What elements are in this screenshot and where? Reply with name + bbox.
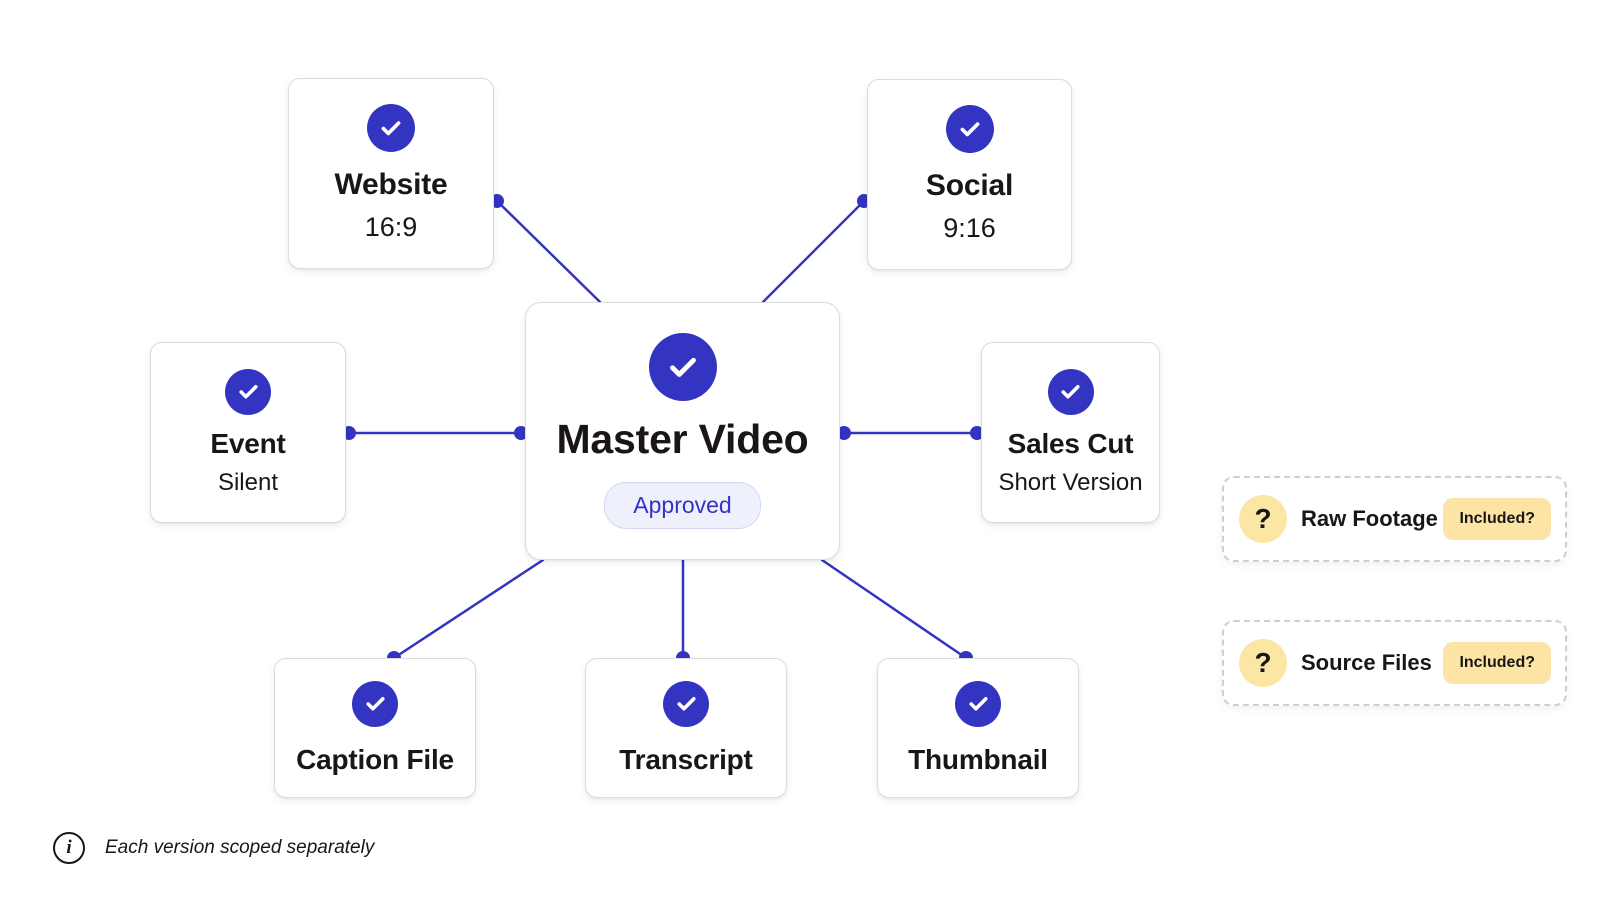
check-circle-icon (225, 368, 271, 415)
card-title: Social (925, 169, 1014, 203)
card-title: Website (334, 168, 448, 202)
output-card-event[interactable]: Event Silent (150, 342, 346, 523)
footnote-text: Each version scoped separately (105, 837, 375, 858)
output-card-website[interactable]: Website 16:9 (288, 78, 494, 269)
check-circle-icon (352, 680, 398, 727)
footnote: i Each version scoped separately (53, 832, 374, 864)
check-circle-icon (1047, 368, 1094, 415)
included-badge[interactable]: Included? (1443, 642, 1551, 684)
card-subtitle: Short Version (998, 468, 1143, 496)
master-title: Master Video (556, 415, 809, 462)
connector-website (495, 199, 602, 304)
optional-item-label: Source Files (1301, 650, 1432, 675)
card-title: Sales Cut (1007, 427, 1134, 459)
card-subtitle: 16:9 (364, 212, 418, 243)
master-video-card[interactable]: Master Video Approved (525, 302, 840, 560)
card-title: Caption File (296, 743, 454, 775)
check-circle-icon (945, 105, 994, 154)
output-card-caption-file[interactable]: Caption File (274, 658, 476, 798)
output-card-thumbnail[interactable]: Thumbnail (877, 658, 1079, 798)
output-card-social[interactable]: Social 9:16 (867, 79, 1072, 270)
optional-item-label: Raw Footage (1301, 506, 1438, 531)
question-icon: ? (1239, 495, 1287, 543)
status-badge: Approved (604, 482, 761, 530)
check-circle-icon (955, 680, 1001, 727)
optional-item-raw-footage[interactable]: ? Raw Footage Included? (1222, 476, 1567, 562)
connector-caption-file (392, 558, 545, 660)
card-subtitle: 9:16 (943, 213, 996, 244)
check-circle-icon (648, 332, 717, 401)
check-circle-icon (663, 680, 709, 727)
question-icon: ? (1239, 639, 1287, 687)
connector-thumbnail (820, 558, 968, 660)
optional-item-source-files[interactable]: ? Source Files Included? (1222, 620, 1567, 706)
output-card-sales-cut[interactable]: Sales Cut Short Version (981, 342, 1160, 523)
included-badge[interactable]: Included? (1443, 498, 1551, 540)
card-title: Thumbnail (908, 743, 1048, 775)
card-subtitle: Silent (217, 468, 279, 496)
card-title: Transcript (619, 743, 753, 775)
check-circle-icon (367, 104, 415, 153)
connector-social (761, 199, 866, 304)
output-card-transcript[interactable]: Transcript (585, 658, 787, 798)
info-icon: i (53, 832, 85, 864)
card-title: Event (210, 427, 286, 459)
